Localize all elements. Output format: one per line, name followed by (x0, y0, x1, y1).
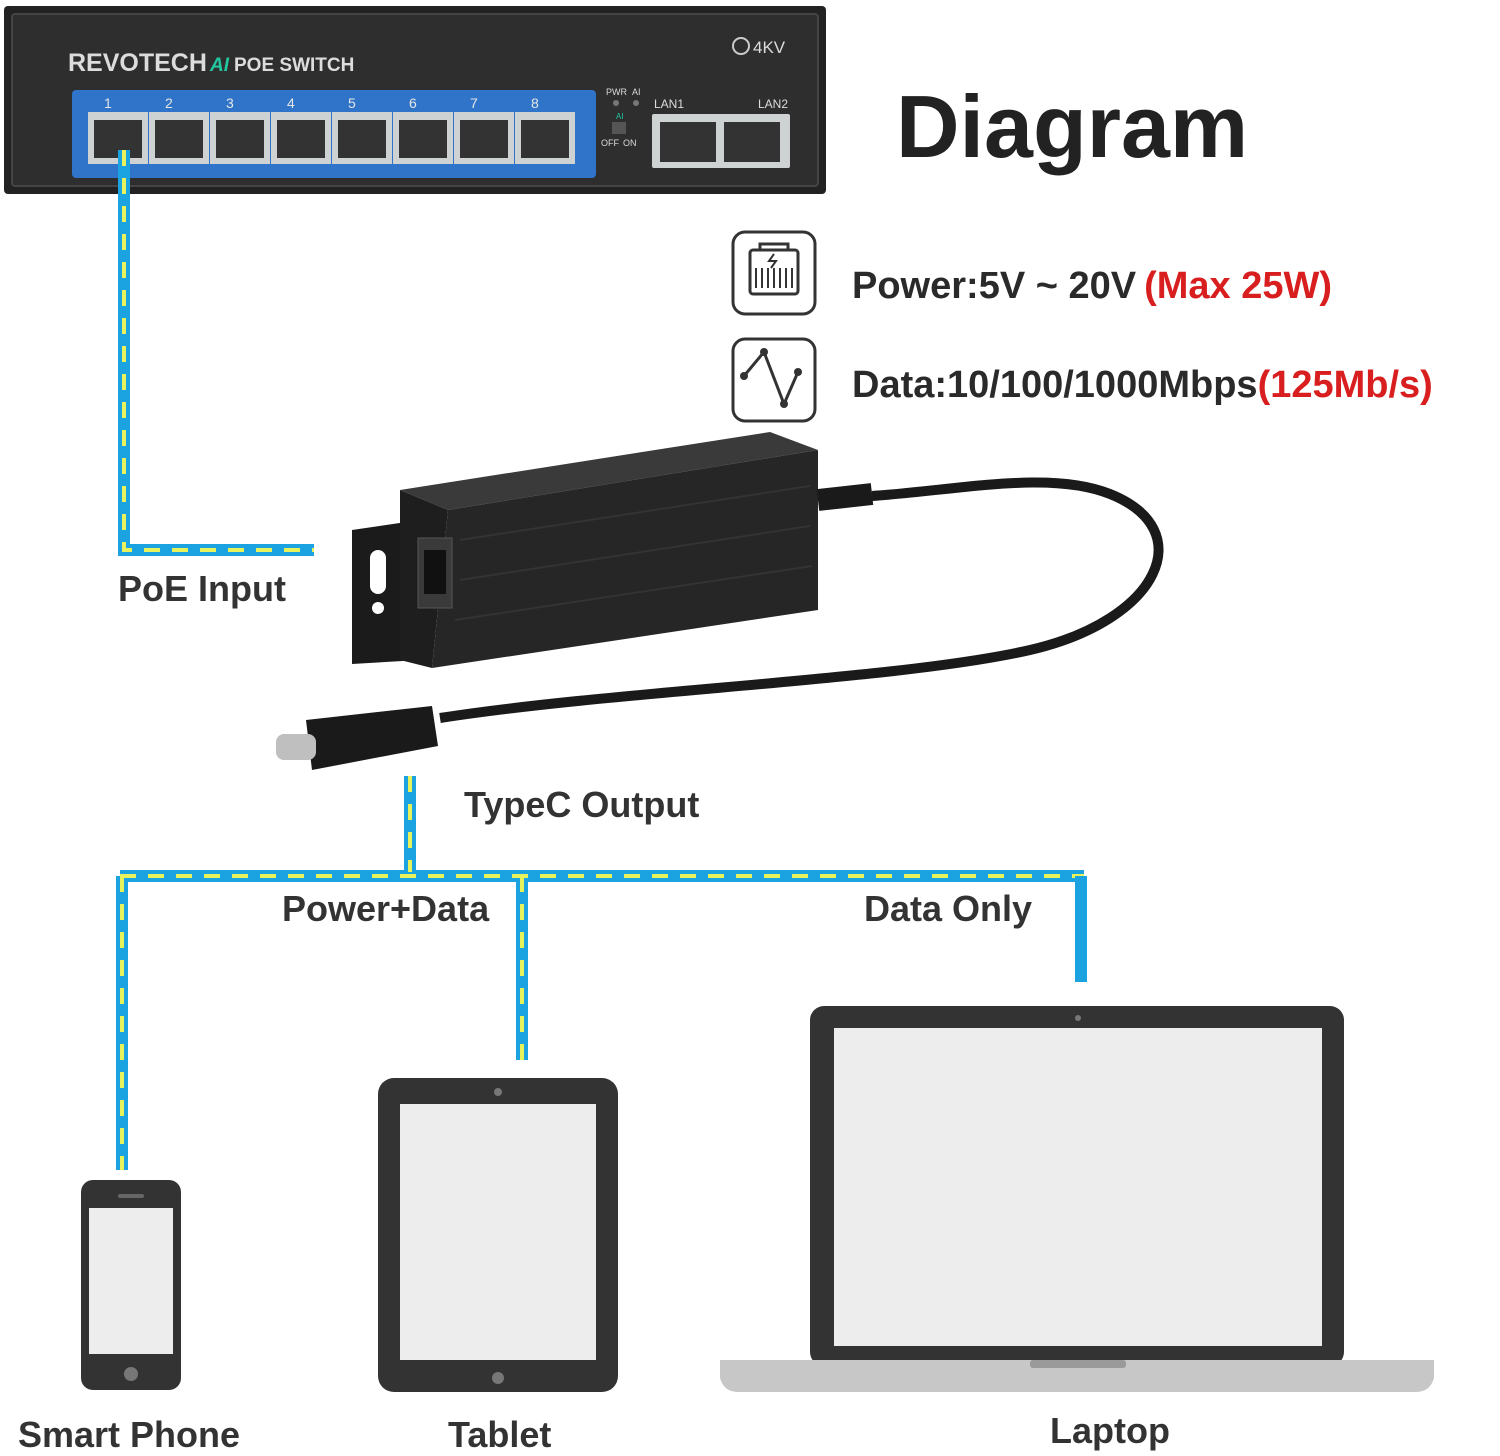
switch-port-number: 6 (409, 95, 417, 111)
typec-plug (306, 706, 438, 770)
uplink-label-lan2: LAN2 (758, 97, 788, 111)
surge-icon (732, 37, 750, 55)
tablet-label: Tablet (448, 1414, 552, 1455)
poe-splitter-device (276, 432, 1164, 770)
uplink-port-lan1 (660, 122, 716, 162)
typec-output-label: TypeC Output (464, 784, 700, 825)
tablet-icon (378, 1078, 618, 1392)
page-title: Diagram (896, 77, 1249, 176)
switch-port-socket (399, 120, 447, 158)
switch-port-socket (277, 120, 325, 158)
toggle-off: OFF (601, 138, 619, 148)
toggle-tag: AI (616, 112, 624, 121)
toggle-on: ON (623, 138, 637, 148)
poe-input-cable (118, 150, 314, 556)
switch-port-number: 4 (287, 95, 295, 111)
output-cable-tree (116, 776, 1087, 1170)
smart-phone-label: Smart Phone (18, 1414, 241, 1455)
power-spec-highlight: (Max 25W) (1144, 265, 1333, 307)
ai-toggle-switch (612, 122, 626, 134)
uplink-label-lan1: LAN1 (654, 97, 684, 111)
power-data-label: Power+Data (282, 888, 490, 929)
data-waveform-icon (731, 337, 817, 423)
uplink-port-lan2 (724, 122, 780, 162)
power-spec-label: Power:5V ~ 20V (852, 265, 1137, 307)
switch-port-number: 8 (531, 95, 539, 111)
poe-input-label: PoE Input (118, 568, 286, 609)
switch-surge: 4KV (753, 38, 786, 57)
data-only-label: Data Only (864, 888, 1033, 929)
switch-port-number: 5 (348, 95, 356, 111)
typec-connector (276, 734, 316, 760)
switch-port-number: 3 (226, 95, 234, 111)
switch-port-socket (460, 120, 508, 158)
switch-port-socket (338, 120, 386, 158)
data-spec-label: Data:10/100/1000Mbps (852, 364, 1258, 406)
switch-model: POE SWITCH (234, 55, 354, 76)
data-spec: Data:10/100/1000Mbps(125Mb/s) (852, 364, 1433, 407)
data-spec-highlight: (125Mb/s) (1257, 364, 1433, 406)
smart-phone-icon (81, 1180, 181, 1390)
indicator-ai: AI (632, 87, 641, 97)
switch-port-socket (521, 120, 569, 158)
power-spec: Power:5V ~ 20V(Max 25W) (852, 265, 1332, 308)
switch-port-number: 2 (165, 95, 173, 111)
laptop-label: Laptop (1050, 1410, 1170, 1451)
laptop-icon (720, 1006, 1434, 1392)
switch-brand-ai: AI (209, 55, 230, 76)
ethernet-port-icon (731, 230, 817, 316)
switch-brand: REVOTECH (68, 49, 207, 77)
switch-port-socket (155, 120, 203, 158)
indicator-pwr: PWR (606, 87, 627, 97)
switch-port-number: 7 (470, 95, 478, 111)
switch-port-socket (216, 120, 264, 158)
switch-port-number: 1 (104, 95, 112, 111)
